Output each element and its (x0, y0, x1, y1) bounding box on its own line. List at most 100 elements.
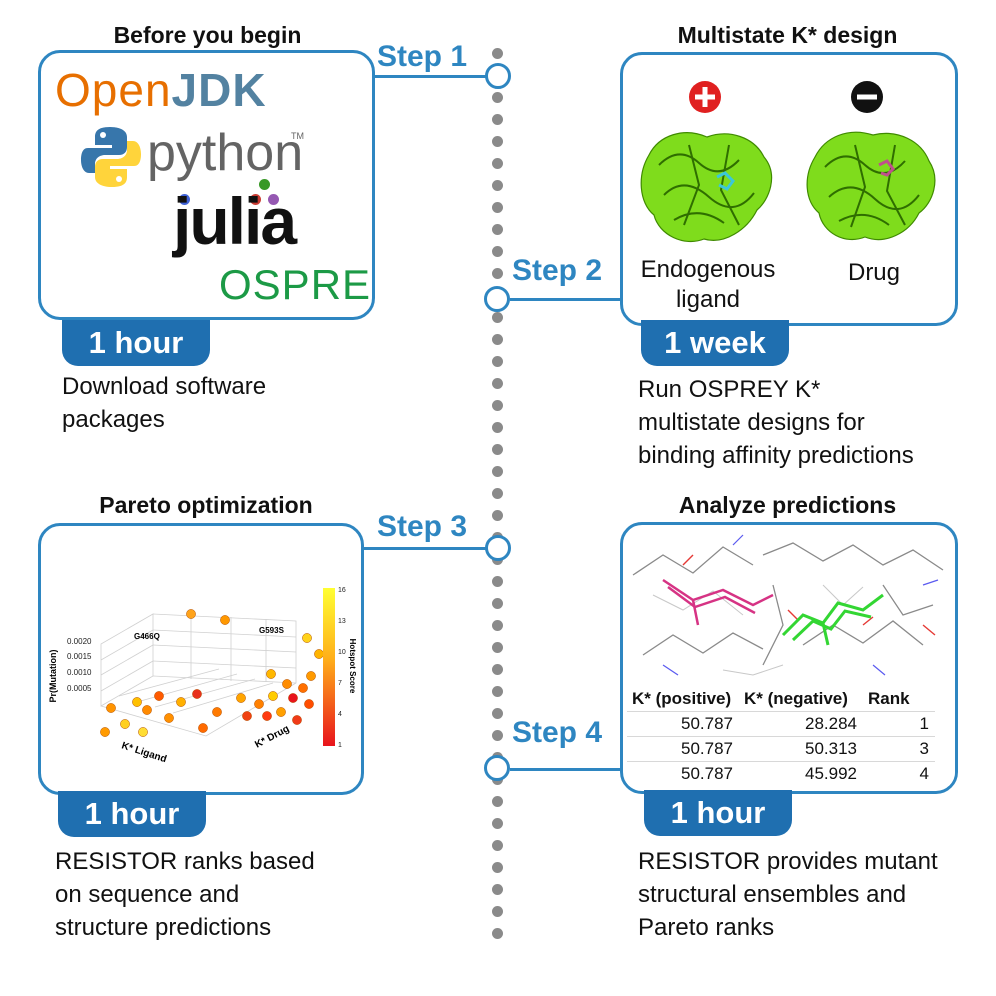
step-2-connector (510, 298, 622, 301)
timeline-dot (492, 158, 503, 169)
step-1-node (485, 63, 511, 89)
timeline-dot (492, 840, 503, 851)
colorbar-tick: 4 (338, 711, 342, 718)
analyze-desc-line-1: RESISTOR provides mutant (638, 848, 938, 875)
timeline-dot (492, 862, 503, 873)
osprey-logo-text: OSPREY (219, 261, 372, 308)
timeline-dot (492, 884, 503, 895)
positive-state-label: Endogenous ligand (623, 255, 793, 315)
timeline-dot (492, 378, 503, 389)
timeline-dot (492, 620, 503, 631)
timeline-dot (492, 268, 503, 279)
multistate-panel-title: Multistate K* design (677, 22, 898, 48)
timeline-dot (492, 730, 503, 741)
annotation-g466q: G466Q (134, 632, 160, 641)
pareto-desc-line-1: RESISTOR ranks based (55, 848, 315, 875)
timeline-dot (492, 92, 503, 103)
table-cell: 3 (863, 736, 935, 762)
timeline-dot (492, 400, 503, 411)
step-1-label: Step 1 (377, 40, 468, 73)
timeline-dot (492, 422, 503, 433)
timeline-dot (492, 224, 503, 235)
timeline-dot (492, 928, 503, 939)
step-1-connector (372, 75, 488, 78)
scatter-point (288, 693, 298, 703)
step-3-node (485, 535, 511, 561)
table-cell: 28.284 (739, 711, 863, 737)
multistate-desc-line-2: multistate designs for (638, 409, 865, 436)
scatter-point (298, 683, 308, 693)
table-header-cell: K* (negative) (744, 689, 848, 708)
scatter-point (192, 689, 202, 699)
multistate-time-badge: 1 week (641, 320, 789, 366)
timeline-dot (492, 114, 503, 125)
z-tick: 0.0015 (67, 652, 92, 661)
julia-logo-text: julia (173, 184, 297, 258)
scatter-point (254, 699, 264, 709)
scatter-point (100, 727, 110, 737)
mutant-ensemble-structure-image (632, 534, 944, 676)
analyze-desc-line-3: Pareto ranks (638, 914, 775, 941)
colorbar-label: Hotspot Score (348, 639, 357, 694)
scatter-point (276, 707, 286, 717)
table-cell: 45.992 (739, 761, 863, 786)
timeline-dot (492, 444, 503, 455)
analyze-description: RESISTOR provides mutant structural ense… (638, 845, 938, 944)
table-cell: 50.787 (627, 711, 739, 737)
openjdk-logo-jdk: JDK (171, 64, 267, 116)
timeline-dot (492, 664, 503, 675)
step-3-connector (362, 547, 488, 550)
colorbar-tick: 7 (338, 680, 342, 687)
python-trademark: TM (291, 131, 304, 141)
pareto-panel: Pr(Mutation) 0.0020 0.0015 0.0010 0.0005… (38, 523, 364, 795)
timeline-dot (492, 180, 503, 191)
before-time-badge: 1 hour (62, 320, 210, 366)
protein-drug-image (806, 131, 936, 241)
protein-endogenous-ligand-image (640, 132, 773, 243)
timeline-dot (492, 510, 503, 521)
table-cell: 1 (863, 711, 935, 737)
table-header-row: K* (positive) K* (negative) Rank (627, 687, 935, 712)
timeline-dot (492, 466, 503, 477)
step-4-connector (510, 768, 622, 771)
plot-grid (100, 613, 297, 737)
multistate-description: Run OSPREY K* multistate designs for bin… (638, 373, 914, 472)
before-panel-title: Before you begin (113, 22, 302, 48)
z-tick: 0.0020 (67, 637, 92, 646)
timeline-dot (492, 598, 503, 609)
z-tick: 0.0005 (67, 684, 92, 693)
scatter-point (106, 703, 116, 713)
timeline-dot (492, 488, 503, 499)
colorbar-tick: 10 (338, 649, 346, 656)
step-2-label: Step 2 (512, 254, 603, 287)
scatter-point (186, 609, 196, 619)
pareto-3d-scatter-plot: Pr(Mutation) 0.0020 0.0015 0.0010 0.0005… (48, 587, 357, 765)
timeline-dot (492, 312, 503, 323)
multistate-desc-line-3: binding affinity predictions (638, 442, 914, 469)
scatter-point (302, 633, 312, 643)
scatter-point (198, 723, 208, 733)
scatter-point (242, 711, 252, 721)
multistate-panel: Endogenous ligand Drug (620, 52, 958, 326)
before-desc-line-2: packages (62, 406, 165, 433)
python-logo-text: python (147, 124, 304, 182)
python-snake-icon (81, 127, 141, 187)
analyze-panel: K* (positive) K* (negative) Rank 50.787 … (620, 522, 958, 794)
pareto-desc-line-2: on sequence and (55, 881, 240, 908)
scatter-points (100, 609, 334, 737)
prediction-table: K* (positive) K* (negative) Rank 50.787 … (627, 687, 935, 786)
analyze-desc-line-2: structural ensembles and (638, 881, 907, 908)
plus-icon (689, 81, 721, 113)
scatter-point (138, 727, 148, 737)
timeline-dot (492, 686, 503, 697)
scatter-point (304, 699, 314, 709)
colorbar-tick: 1 (338, 742, 342, 749)
step-4-node (484, 755, 510, 781)
step-2-node (484, 286, 510, 312)
scatter-point (236, 693, 246, 703)
scatter-point (314, 649, 324, 659)
z-axis-ticks: 0.0020 0.0015 0.0010 0.0005 (67, 637, 92, 693)
step-3-label: Step 3 (377, 510, 468, 543)
timeline-dot (492, 136, 503, 147)
timeline-dot (492, 334, 503, 345)
